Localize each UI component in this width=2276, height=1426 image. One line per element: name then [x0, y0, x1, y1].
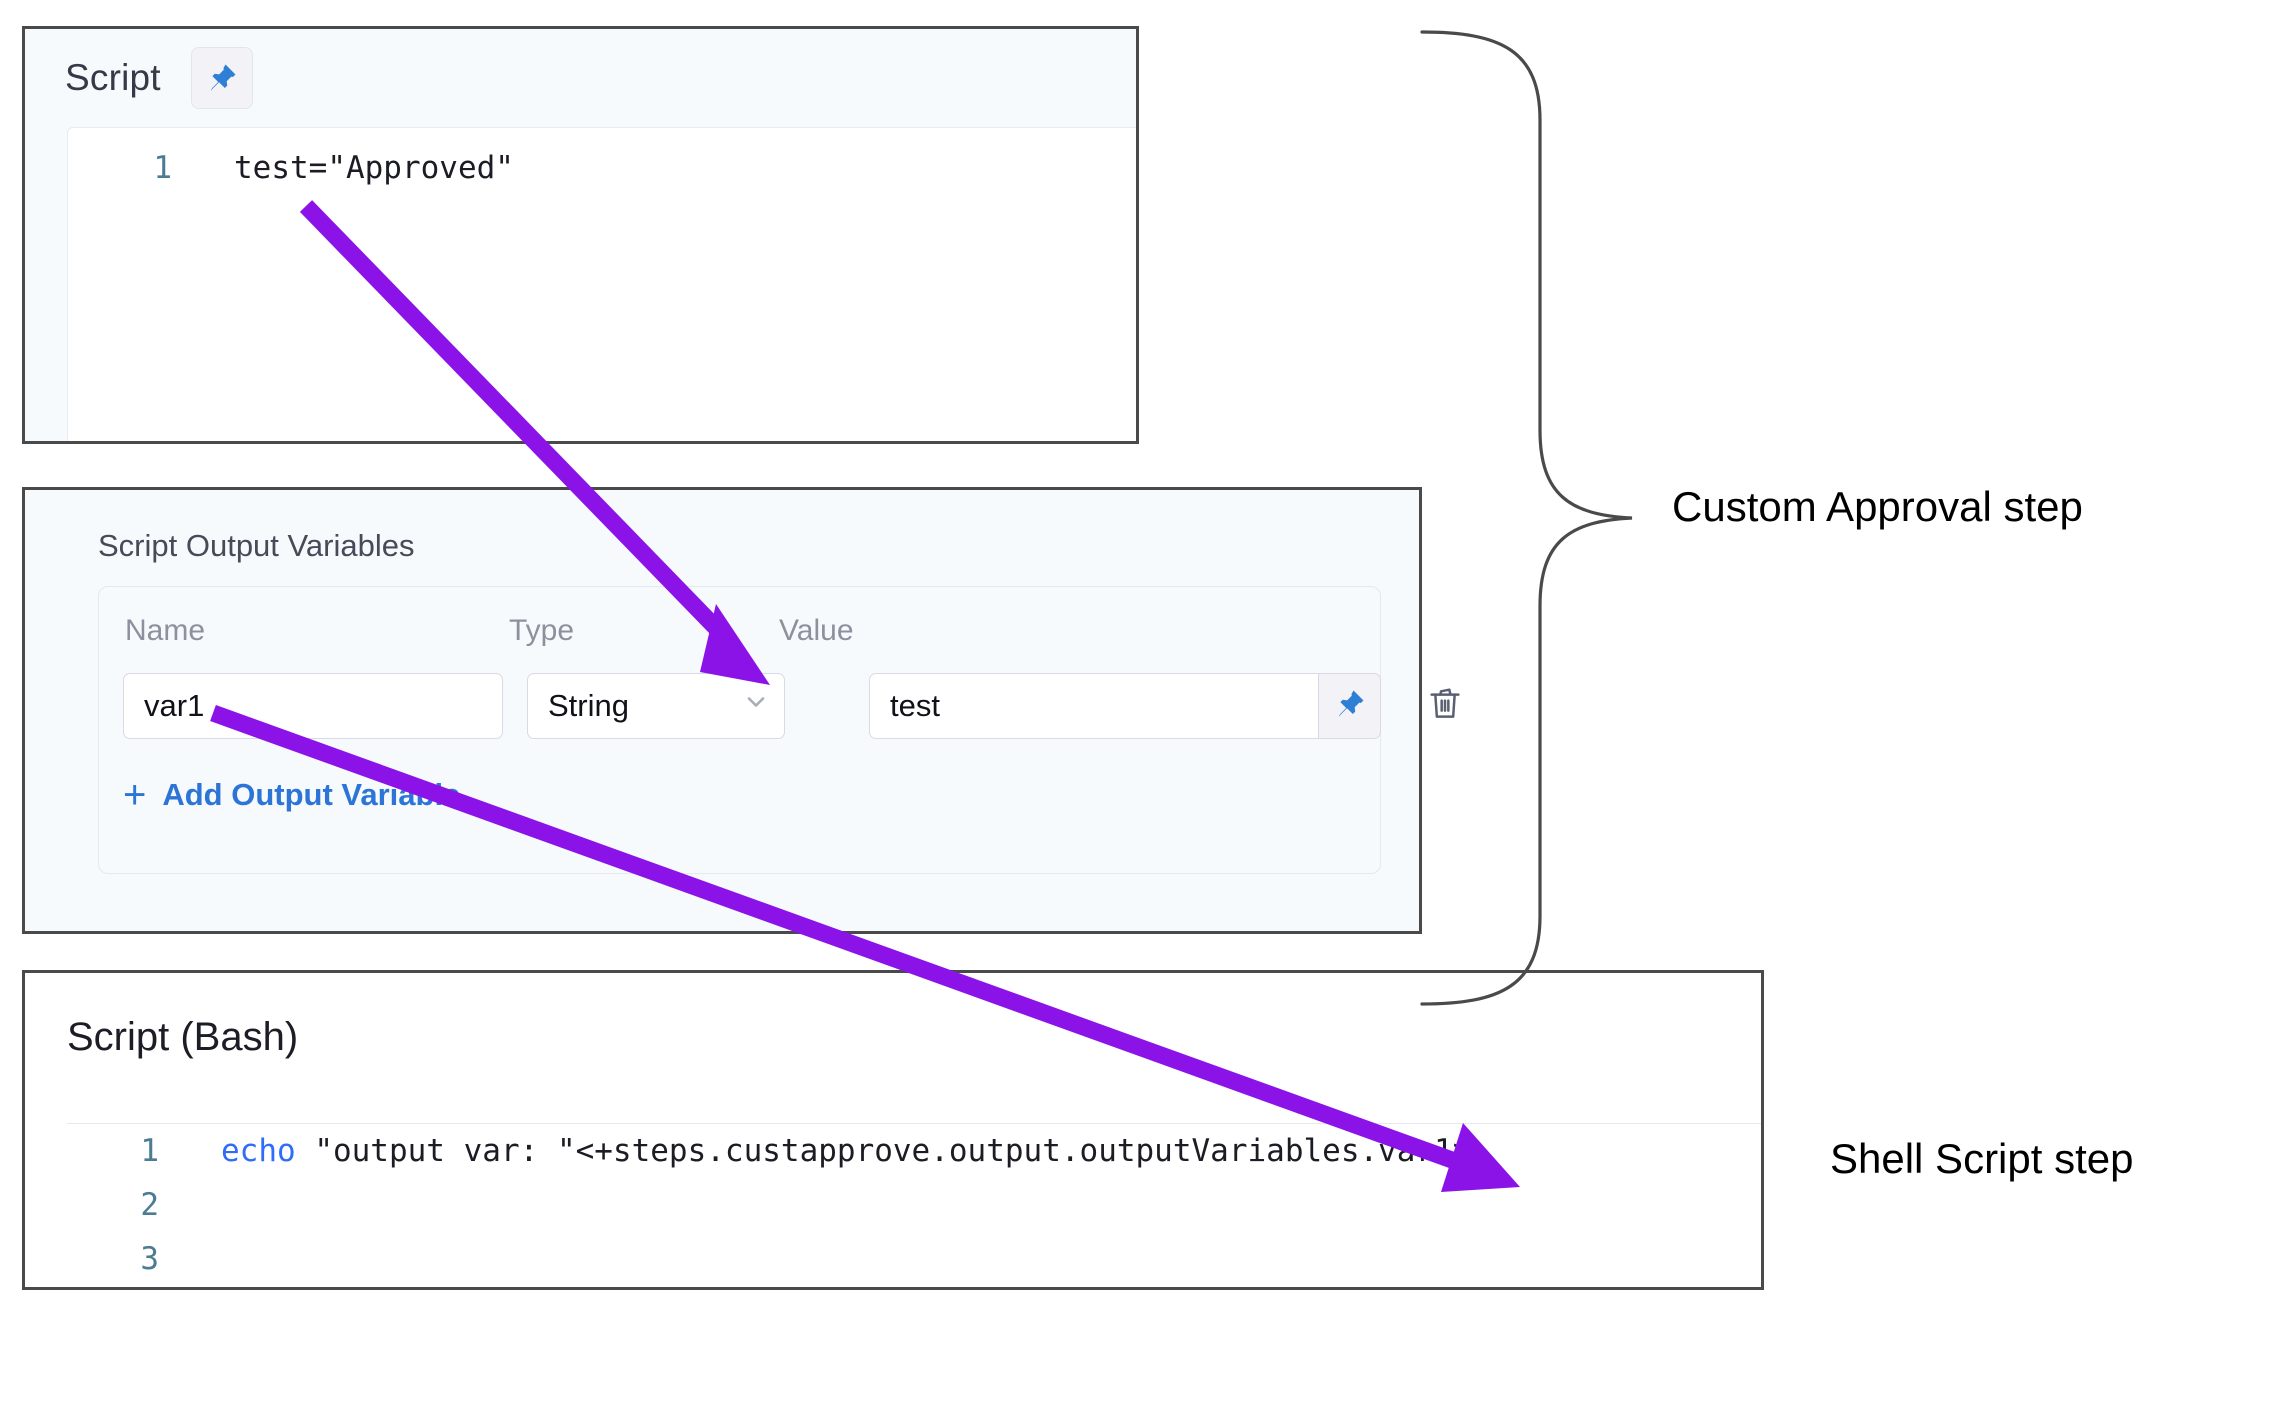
column-header-name: Name	[125, 614, 206, 647]
curly-brace-annotation	[1420, 30, 1633, 1006]
code-line: 3	[67, 1232, 1761, 1286]
column-header-value: Value	[779, 614, 854, 647]
shell-script-panel-title: Script (Bash)	[67, 1015, 299, 1059]
script-pin-button[interactable]	[190, 47, 253, 109]
trash-icon	[1425, 684, 1465, 729]
variable-delete-button[interactable]	[1417, 673, 1473, 739]
code-text: echo "output var: "<+steps.custapprove.o…	[221, 1133, 1471, 1169]
script-panel-title: Script	[65, 57, 161, 98]
variable-name-input[interactable]: var1	[123, 673, 503, 739]
bash-code-editor[interactable]: 1 echo "output var: "<+steps.custapprove…	[67, 1123, 1761, 1287]
script-output-variables-panel: Script Output Variables Name Type Value …	[22, 487, 1460, 934]
output-variables-card: Name Type Value var1 String test	[98, 586, 1460, 874]
pin-icon	[1333, 687, 1367, 726]
add-output-variable-label: Add Output Variable	[162, 777, 461, 812]
code-keyword: echo	[221, 1133, 296, 1169]
plus-icon: +	[123, 773, 147, 817]
shell-script-step-label: Shell Script step	[1830, 1135, 2134, 1182]
chevron-down-icon	[742, 688, 770, 724]
line-number: 3	[140, 1241, 159, 1277]
pin-icon	[205, 61, 239, 95]
line-number: 1	[140, 1133, 159, 1169]
code-text: test="Approved"	[234, 150, 514, 186]
add-output-variable-button[interactable]: + Add Output Variable	[123, 775, 460, 815]
custom-approval-step-label: Custom Approval step	[1672, 483, 2083, 530]
variable-type-select[interactable]: String	[527, 673, 785, 739]
script-code-editor[interactable]: 1 test="Approved"	[67, 127, 1136, 441]
script-panel-header: Script	[25, 29, 1136, 127]
variable-type-value: String	[548, 688, 629, 723]
code-line: 1 echo "output var: "<+steps.custapprove…	[67, 1124, 1761, 1178]
variable-value-input[interactable]: test	[869, 673, 1319, 739]
code-expression: "output var: "<+steps.custapprove.output…	[295, 1133, 1472, 1169]
shell-script-panel: Script (Bash) 1 echo "output var: "<+ste…	[22, 970, 1764, 1290]
line-number: 1	[153, 150, 172, 186]
column-header-type: Type	[509, 614, 575, 647]
code-line: 2	[67, 1178, 1761, 1232]
variable-value-pin-button[interactable]	[1319, 673, 1381, 739]
code-line: 1 test="Approved"	[68, 150, 1136, 204]
line-number: 2	[140, 1187, 159, 1223]
script-output-variables-title: Script Output Variables	[98, 528, 415, 563]
script-panel: Script 1 test="Approved"	[22, 26, 1139, 444]
